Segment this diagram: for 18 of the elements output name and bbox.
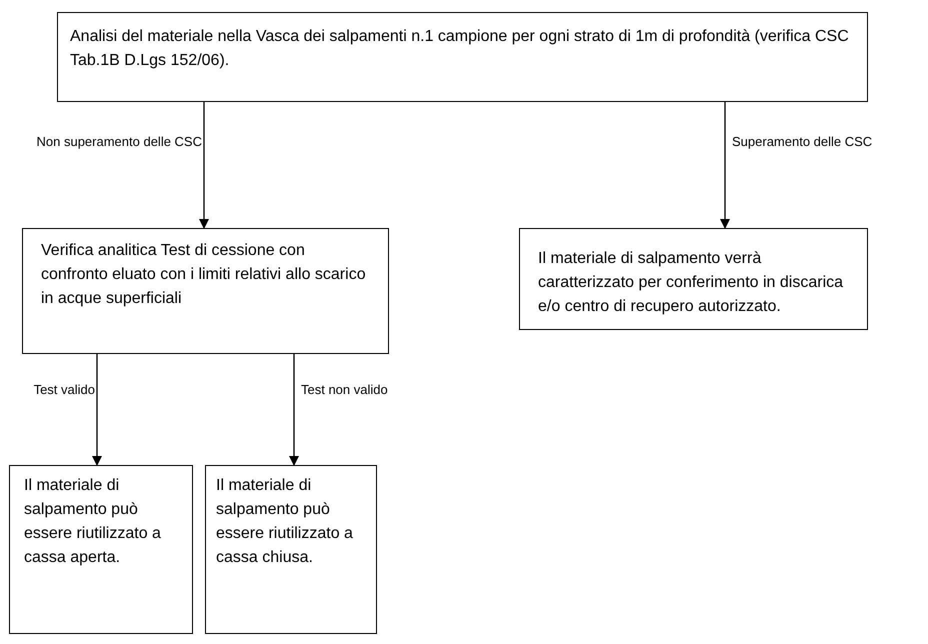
process-box xyxy=(57,12,868,102)
process-box xyxy=(9,465,193,634)
edge-label: Test valido xyxy=(32,382,95,398)
process-box xyxy=(519,228,868,330)
box-text: Il materiale di salpamento può essere riutilizzato a cassa aperta. xyxy=(24,476,162,568)
edge-label: Test non valido xyxy=(301,382,388,398)
box-text: Il materiale di salpamento verrà caratterizzato per conferimento in discarica e/o centro di recupero autorizzato. xyxy=(538,249,844,317)
process-box xyxy=(22,228,389,354)
box-text: Verifica analitica Test di cessione con confronto eluato con i limiti relativi allo scarico in acque superficiali xyxy=(41,241,367,309)
edge-label: Superamento delle CSC xyxy=(732,134,872,150)
edge-label: Non superamento delle CSC xyxy=(36,134,202,150)
arrow xyxy=(92,354,102,466)
arrow xyxy=(720,102,730,229)
box-text: Il materiale di salpamento può essere riutilizzato a cassa chiusa. xyxy=(216,476,354,568)
arrow xyxy=(289,354,299,466)
box-text: Analisi del materiale nella Vasca dei salpamenti n.1 campione per ogni strato di 1m di profondità (verifica CSC Tab.1B D.Lgs 152/06). xyxy=(70,27,850,71)
arrow xyxy=(199,102,209,229)
process-box xyxy=(205,465,377,634)
